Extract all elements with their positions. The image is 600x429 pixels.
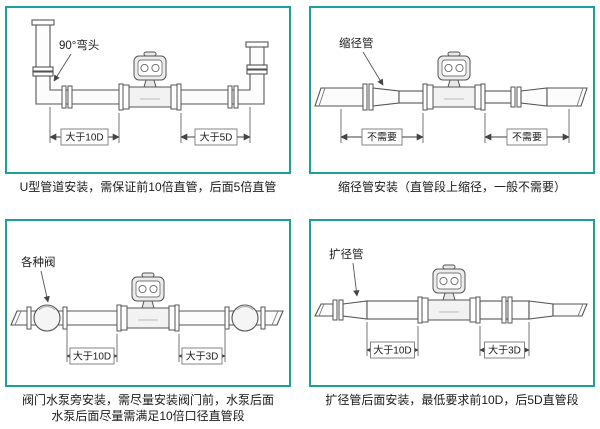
pipe-segment	[546, 87, 588, 107]
dimension-box	[69, 347, 115, 364]
flange-icon	[510, 86, 522, 108]
caption-line: 扩径管后面安装，最低要求前10D，后5D直管段	[325, 392, 579, 407]
reducer-fitting	[528, 299, 554, 320]
u-pipe-drawing: 90°弯头 大于10D 大于5D	[31, 19, 269, 146]
pipe-segment	[366, 299, 419, 320]
valve-caption: 阀门水泵旁安装，需尽量安装阀门前，水泵后面 水泵后面尽量需满足10倍口径直管段	[5, 392, 291, 426]
reducer-piping	[314, 51, 588, 111]
panel-u-pipe: 90°弯头 大于10D 大于5D U型管道安装，需保证前10倍直管，后面5倍直管	[5, 6, 291, 215]
callout-leader	[362, 51, 384, 86]
upstream-dimension-label: 大于10D	[373, 343, 411, 356]
flange-icon	[31, 19, 55, 26]
flange-icon	[245, 41, 269, 48]
dimensions: 大于10D 大于3D	[366, 321, 530, 358]
panel-valve-pump: 各种阀 大于10D 大于3D 阀门水泵旁安装，需尽量安装阀门前，水泵后面	[5, 218, 291, 428]
reducer-fitting	[372, 87, 400, 107]
flowmeter-icon	[417, 264, 481, 323]
downstream-dimension-label: 大于5D	[200, 131, 233, 144]
dimension-box	[506, 128, 548, 146]
expander-caption: 扩径管后面安装，最低要求前10D，后5D直管段	[309, 392, 595, 409]
u-pipe-caption: U型管道安装，需保证前10倍直管，后面5倍直管	[5, 179, 291, 196]
dimension-box	[181, 347, 223, 364]
upstream-dimension-label: 不需要	[367, 132, 397, 144]
flowmeter-icon	[118, 51, 182, 111]
expander-diagram-frame: 扩径管 大于10D 大于3D	[309, 218, 595, 387]
expander-fitting	[520, 87, 548, 107]
downstream-dimension-label: 大于3D	[186, 349, 219, 362]
flange-icon	[362, 83, 374, 111]
dimension-box	[370, 341, 415, 358]
expander-fitting	[342, 299, 368, 320]
callout-leader	[40, 270, 50, 303]
flange-icon	[246, 64, 268, 70]
reducer-callout-label: 缩径管	[339, 36, 374, 50]
dimensions: 不需要 不需要	[340, 109, 570, 146]
u-pipe-piping	[31, 19, 269, 111]
flowmeter-icon	[422, 51, 486, 111]
reducer-drawing: 缩径管 不需要 不需要	[314, 36, 588, 146]
caption-line: 水泵后面尽量需满足10倍口径直管段	[51, 409, 245, 424]
dimension-box	[60, 128, 109, 146]
pipe-segment	[314, 302, 334, 317]
flange-icon	[246, 69, 268, 75]
panel-expander: 扩径管 大于10D 大于3D 扩径管后面安装，最低要求前10D，后5D直管段	[309, 218, 595, 428]
valve-piping	[10, 272, 284, 332]
flowmeter-icon	[116, 272, 180, 331]
callout-leader	[352, 262, 360, 297]
elbow-callout-label: 90°弯头	[59, 38, 99, 52]
flange-icon	[332, 299, 344, 320]
pipe-segment	[398, 90, 424, 104]
u-pipe-diagram-frame: 90°弯头 大于10D 大于5D	[5, 6, 291, 174]
pipe-segment	[484, 90, 512, 104]
caption-line: U型管道安装，需保证前10倍直管，后面5倍直管	[19, 180, 277, 194]
expander-drawing: 扩径管 大于10D 大于3D	[314, 247, 588, 358]
reducer-caption: 缩径管安装（直管段上缩径，一般不需要）	[309, 179, 595, 196]
dimensions: 大于10D 大于5D	[49, 107, 251, 146]
valve-callout-label: 各种阀	[21, 255, 56, 269]
flange-icon	[32, 66, 54, 72]
upstream-dimension-label: 大于10D	[65, 131, 103, 144]
caption-line: 缩径管安装（直管段上缩径，一般不需要）	[337, 180, 566, 194]
caption-line: 阀门水泵旁安装，需尽量安装阀门前，水泵后面	[21, 392, 274, 407]
dimensions: 大于10D 大于3D	[66, 327, 226, 364]
dimension-box	[484, 341, 525, 358]
expander-callout-label: 扩径管	[329, 247, 364, 261]
upstream-dimension-label: 大于10D	[73, 349, 111, 362]
flange-icon	[32, 71, 54, 77]
dimension-box	[194, 128, 238, 146]
downstream-dimension-label: 不需要	[512, 132, 542, 144]
callout-leader	[53, 53, 72, 82]
pipe-segment	[552, 302, 588, 317]
downstream-dimension-label: 大于3D	[488, 343, 521, 356]
expander-piping	[314, 264, 588, 323]
valve-drawing: 各种阀 大于10D 大于3D	[10, 255, 284, 364]
reducer-diagram-frame: 缩径管 不需要 不需要	[309, 6, 595, 174]
dimension-box	[361, 128, 403, 146]
valve-diagram-frame: 各种阀 大于10D 大于3D	[5, 218, 291, 387]
panel-reducer: 缩径管 不需要 不需要 缩径管安装（直管段上缩径，一般不需要）	[309, 6, 595, 215]
